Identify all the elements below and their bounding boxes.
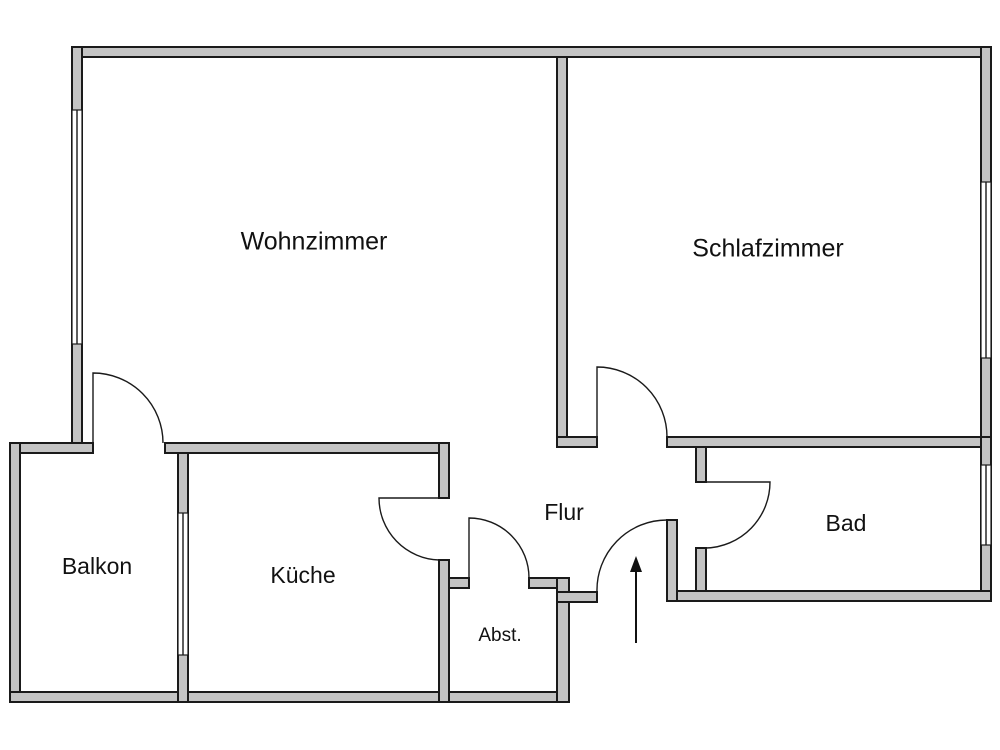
wall-top <box>71 46 992 58</box>
door-abstellraum <box>468 517 530 579</box>
wall-bad-left-lower <box>695 547 707 592</box>
label-schlafzimmer: Schlafzimmer <box>692 235 843 263</box>
door-entrance <box>596 519 668 593</box>
window-bad <box>980 464 992 546</box>
wall-bottom <box>9 691 570 703</box>
window-balkon-kueche <box>177 512 189 656</box>
wall-balkon-left <box>9 442 21 703</box>
wall-kueche-right-upper <box>438 442 450 499</box>
walls <box>9 46 992 703</box>
entrance-arrow-icon <box>630 556 642 643</box>
door-schlafzimmer <box>596 366 668 438</box>
wall-bad-bottom <box>666 590 992 602</box>
wall-kueche-right-lower <box>438 559 450 703</box>
label-balkon: Balkon <box>62 553 132 579</box>
door-kueche <box>378 497 440 561</box>
label-kueche: Küche <box>270 562 335 588</box>
wall-divider-middle <box>556 56 568 441</box>
windows <box>71 109 992 656</box>
wall-bad-left-upper <box>695 446 707 483</box>
window-wohnzimmer <box>71 109 83 345</box>
wall-schlafzimmer-bottom-left <box>556 436 598 448</box>
label-flur: Flur <box>544 499 584 525</box>
label-bad: Bad <box>826 510 867 536</box>
wall-schlafzimmer-bottom-right <box>666 436 992 448</box>
wall-abst-right <box>556 577 570 703</box>
window-schlafzimmer <box>980 181 992 359</box>
wall-abst-top-left <box>448 577 470 589</box>
wall-entrance-right <box>666 519 678 602</box>
room-labels: Wohnzimmer Schlafzimmer Balkon Küche Flu… <box>62 228 867 646</box>
door-balkon <box>92 372 164 444</box>
label-wohnzimmer: Wohnzimmer <box>241 228 388 256</box>
wall-wohnzimmer-bottom <box>164 442 450 454</box>
wall-balkon-top <box>9 442 94 454</box>
label-abstellraum: Abst. <box>478 625 521 646</box>
door-bad <box>705 481 771 549</box>
wall-entrance-left <box>556 591 598 603</box>
doors <box>92 366 771 593</box>
